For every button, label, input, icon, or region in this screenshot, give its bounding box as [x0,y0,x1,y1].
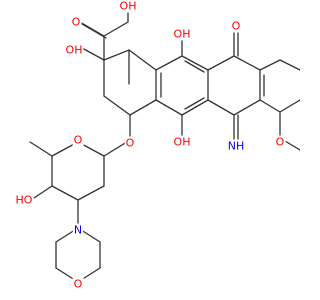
atom-label-o-glycoside: O [126,137,135,150]
bond [29,141,53,157]
bond [128,49,157,71]
atom-label-o-pyran: O [74,134,83,147]
bond [103,95,131,116]
bond [207,55,235,71]
bond [155,99,183,116]
bond [181,99,209,116]
atom-label-o-quinone: O [232,20,241,33]
label-halo [72,133,84,147]
label-halo [72,277,84,291]
bond [103,49,130,61]
label-halo [172,135,192,149]
bond [77,185,105,201]
bond [181,55,209,71]
bond [103,21,129,37]
label-halo [274,135,286,149]
bond [279,59,300,71]
label-halo [72,223,84,237]
bond [51,185,79,201]
atom-label-oh-c11: OH [174,28,191,41]
bond [279,99,300,113]
label-halo [226,139,246,153]
bond [184,60,205,73]
atom-label-oh-hydroxymethyl: OH [120,0,137,13]
bond [155,55,183,71]
atom-label-o-methoxy: O [276,136,285,149]
atom-label-o-ketone: O [72,16,81,29]
label-halo [124,136,136,150]
bond [33,185,53,199]
bond [79,21,105,37]
molecule-canvas: OH O OH OH O OH NH O O O HO N O [14,0,300,291]
bond [81,23,107,39]
bond [207,99,235,116]
atom-labels: OH O OH OH O OH NH O O O HO N O [16,0,285,291]
bond [259,59,281,71]
atom-label-nh-imine: NH [228,140,245,153]
atom-label-n-morpholine: N [74,224,82,237]
label-halo [118,0,138,13]
bond [233,55,261,71]
label-halos [14,0,286,291]
atom-label-o-morpholine: O [74,278,83,291]
bond [81,47,105,61]
label-halo [14,193,34,207]
atom-label-ho-sugar: HO [16,194,33,207]
bond [184,97,205,110]
label-halo [230,19,242,33]
bond [129,99,157,116]
label-halo [172,27,192,41]
label-halo [64,43,84,57]
bond [233,99,261,116]
atom-label-oh-c6: OH [174,136,191,149]
label-halo [70,15,82,29]
atom-label-oh-c9: OH [66,44,83,57]
bond [259,99,281,113]
structural-formula: OH O OH OH O OH NH O O O HO N O [14,0,300,291]
